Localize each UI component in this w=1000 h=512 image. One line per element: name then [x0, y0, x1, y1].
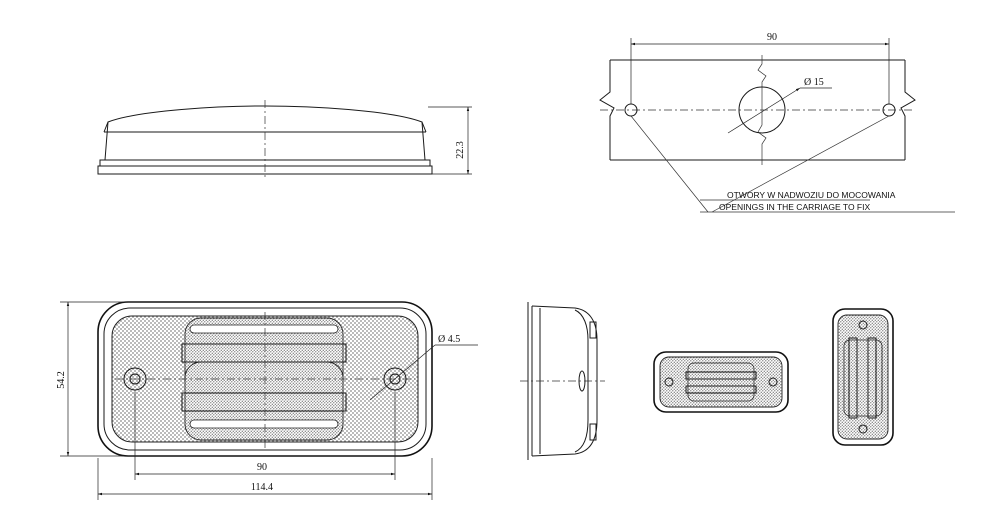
- small-horizontal-view: [653, 351, 789, 413]
- center-hole-dim: Ø 15: [804, 77, 824, 88]
- front-hole-left: [123, 367, 147, 391]
- front-height-dim: 54.2: [56, 371, 67, 389]
- note-polish: OTWORY W NADWOZIU DO MOCOWANIA: [727, 190, 896, 200]
- small-vertical-view: [832, 308, 894, 446]
- note-english: OPENINGS IN THE CARRIAGE TO FIX: [719, 202, 870, 212]
- profile-view: [520, 302, 605, 460]
- side-height-dim: 22.3: [455, 141, 466, 159]
- center-hole: [738, 86, 786, 134]
- mount-spacing-dim: 90: [767, 32, 777, 43]
- front-width-dim: 114.4: [251, 482, 273, 493]
- front-spacing-dim: 90: [257, 462, 267, 473]
- side-view: 22.3: [97, 100, 472, 180]
- front-view: Ø 4.5 54.2 90 114.4: [56, 301, 478, 500]
- front-hole-dim: Ø 4.5: [438, 334, 460, 345]
- mounting-detail: 90 Ø 15 OTWORY W NADWOZIU DO MOCOWANIA O…: [599, 32, 955, 213]
